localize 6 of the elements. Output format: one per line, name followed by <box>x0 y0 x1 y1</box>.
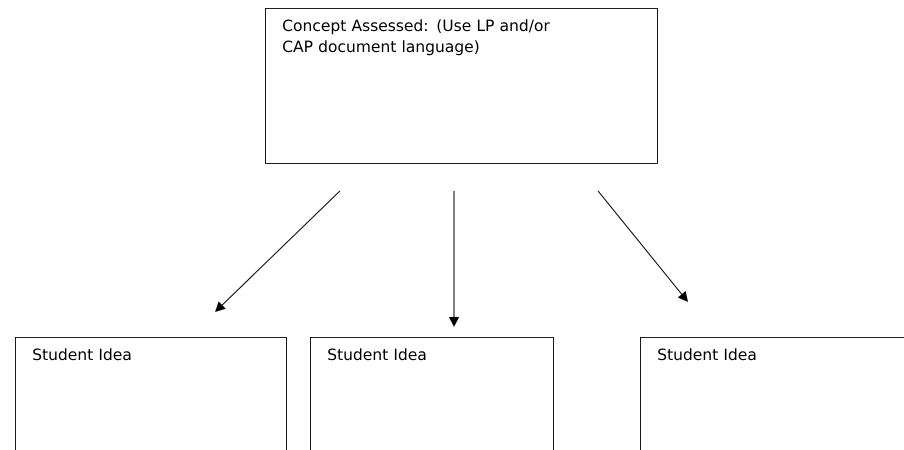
arrow <box>598 190 688 302</box>
arrow <box>215 190 340 312</box>
idea-box: Student Idea <box>640 337 904 450</box>
idea-box: Student Idea <box>310 337 554 450</box>
idea-box: Student Idea <box>15 337 287 450</box>
concept-box: Concept Assessed: (Use LP and/or CAP document language) <box>265 8 658 164</box>
